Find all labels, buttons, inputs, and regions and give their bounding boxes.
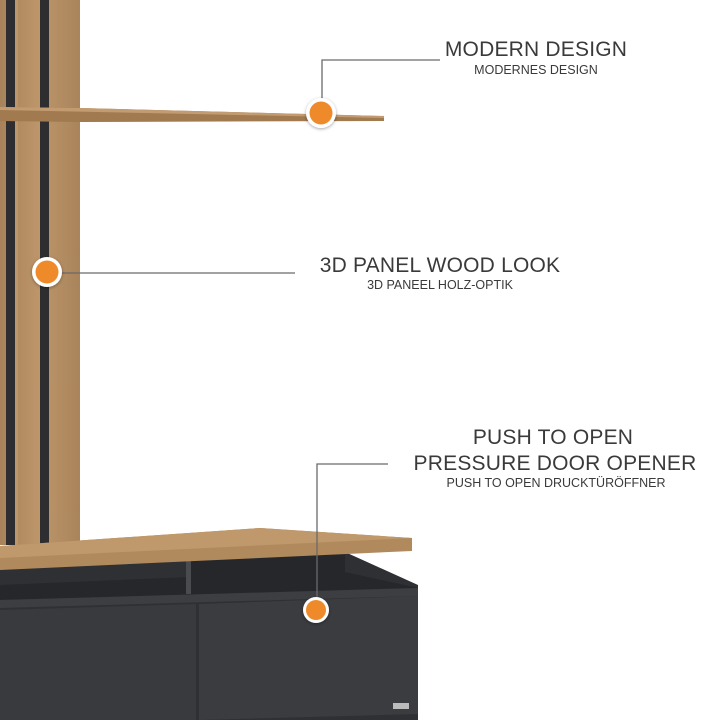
left-door — [0, 604, 196, 720]
callout-subtitle-push: PUSH TO OPEN DRUCKTÜRÖFFNER — [446, 476, 666, 490]
callout-subtitle-modern: MODERNES DESIGN — [474, 63, 598, 77]
callout-subtitle-panel: 3D PANEEL HOLZ-OPTIK — [367, 278, 513, 292]
right-door — [199, 596, 418, 720]
callout-title-push-line1: PUSH TO OPEN — [472, 426, 634, 449]
callout-title-push-line2: PRESSURE DOOR OPENER — [413, 452, 697, 475]
callout-line-push — [316, 463, 388, 597]
callout-dots — [32, 98, 336, 623]
tv-cabinet — [0, 552, 418, 720]
callout-title-modern: MODERN DESIGN — [444, 38, 628, 61]
callout-title-panel: 3D PANEL WOOD LOOK — [319, 254, 561, 277]
callout-line-modern — [321, 59, 440, 100]
